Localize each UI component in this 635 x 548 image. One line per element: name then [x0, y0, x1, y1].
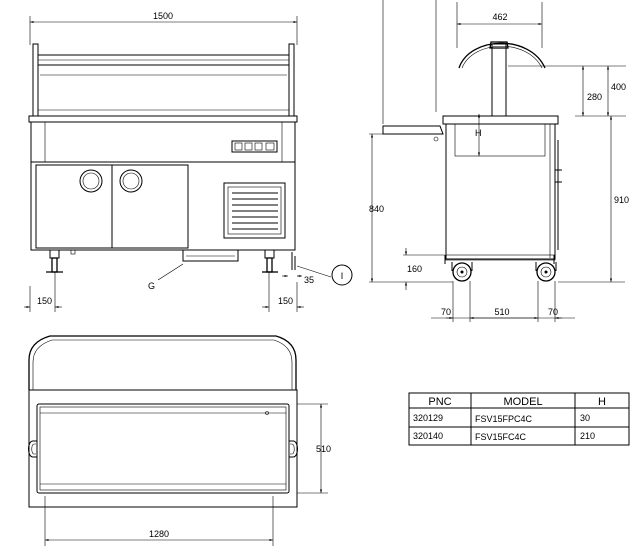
top-width-dim: 462	[492, 12, 507, 22]
base-height-dim: 160	[407, 264, 422, 274]
table-cell-h: 30	[580, 413, 590, 423]
depth-dim: 510	[316, 444, 331, 454]
model-table: PNC MODEL H 320129 FSV15FPC4C 30 320140 …	[408, 392, 630, 446]
wheelbase-dim: 510	[494, 307, 509, 317]
table-cell-pnc: 320140	[413, 431, 443, 441]
left-leg-dim: 150	[37, 296, 52, 306]
left-wheel-dim: 70	[441, 307, 451, 317]
total-height-dim: 910	[614, 195, 629, 205]
right-door-handle	[119, 169, 143, 193]
h-label: H	[475, 128, 482, 138]
sneeze-guard-dim: 280	[587, 92, 602, 102]
drain-tray	[182, 249, 239, 262]
table-header-h: H	[598, 396, 606, 408]
vent-grille	[223, 182, 286, 239]
counter-height-dim: 840	[369, 204, 384, 214]
label-g: G	[148, 281, 155, 291]
table-header-pnc: PNC	[428, 396, 451, 408]
right-wheel	[536, 262, 556, 282]
front-view: 1500	[24, 11, 353, 312]
left-door-handle	[79, 169, 103, 193]
top-view: 510 1280	[28, 335, 331, 546]
inner-width-dim: 1280	[149, 529, 169, 539]
callout-i-circle	[331, 264, 353, 286]
side-view: 462 400 280 H	[369, 0, 629, 322]
right-side-handle	[289, 440, 298, 458]
front-width-dim: 1500	[153, 11, 173, 21]
left-wheel	[452, 262, 472, 282]
table-cell-model: FSV15FPC4C	[475, 414, 533, 424]
label-i: I	[341, 271, 344, 281]
right-leg-dim: 150	[278, 296, 293, 306]
left-side-handle	[28, 440, 37, 458]
right-wheel-dim: 70	[548, 307, 558, 317]
table-header-model: MODEL	[503, 396, 542, 408]
table-cell-h: 210	[580, 431, 595, 441]
canopy-height-dim: 400	[611, 82, 626, 92]
control-panel	[231, 140, 278, 153]
table-cell-model: FSV15FC4C	[475, 432, 527, 442]
table-cell-pnc: 320129	[413, 413, 443, 423]
side-offset-dim: 35	[304, 275, 314, 285]
